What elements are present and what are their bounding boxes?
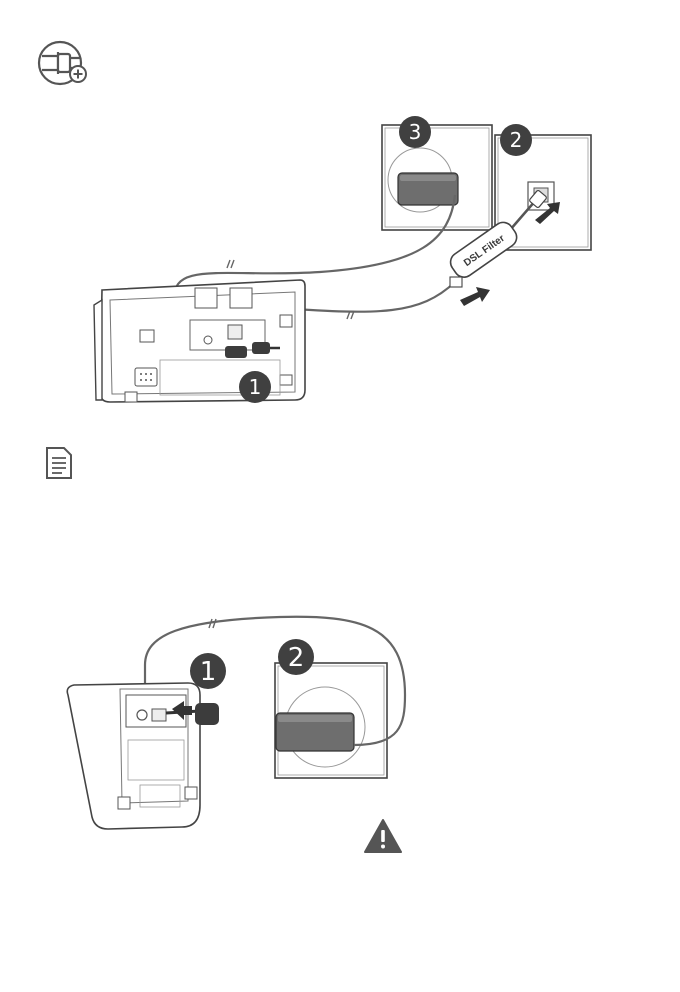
step-2-badge: 2 [500,124,532,156]
power-wall-plate [275,663,387,778]
telephone-base-unit [94,280,305,402]
step-2-label: 2 [288,643,305,673]
warning-triangle-icon [363,818,403,854]
step-3-badge: 3 [399,116,431,148]
insert-arrow-icon [460,287,490,306]
figure-power-connection: 2 1 [60,605,420,835]
power-wall-plate [382,125,492,230]
step-3-label: 3 [409,120,422,144]
telephone-base-unit [67,683,219,829]
step-2-badge: 2 [278,639,314,675]
step-1-badge: 1 [239,371,271,403]
step-2-label: 2 [510,128,523,152]
plug-plus-icon [36,40,90,86]
figure-dsl-connection: 3 2 DSL Filter [80,110,600,415]
note-document-icon [44,446,74,480]
step-1-label: 1 [249,375,262,399]
step-1-label: 1 [200,657,217,687]
step-1-badge: 1 [190,653,226,689]
